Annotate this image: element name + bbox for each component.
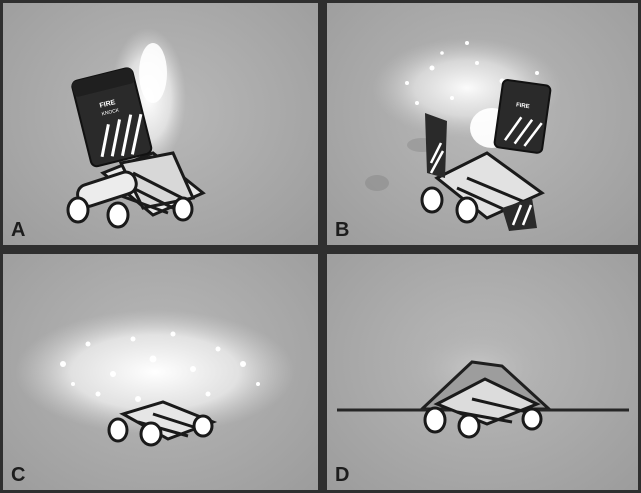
panel-b-illustration: FIRE — [327, 3, 638, 245]
panel-d-illustration — [327, 254, 638, 490]
panel-label-c: C — [11, 465, 25, 485]
panel-c: C — [3, 254, 318, 490]
panel-a: FIRE KNOCK A — [3, 3, 318, 245]
panel-label-b: B — [335, 220, 349, 240]
panel-c-illustration — [3, 254, 318, 490]
flame-core — [139, 43, 167, 103]
panel-label-d: D — [335, 465, 349, 485]
panel-d: D — [327, 254, 638, 490]
log-pile — [68, 153, 203, 227]
package-fragment-right: FIRE — [494, 79, 551, 153]
package-fragment-left — [425, 113, 447, 178]
panel-label-a: A — [11, 220, 25, 240]
panel-a-illustration: FIRE KNOCK — [3, 3, 318, 245]
panel-b: FIRE B — [327, 3, 638, 245]
smoke-puff — [365, 175, 389, 191]
